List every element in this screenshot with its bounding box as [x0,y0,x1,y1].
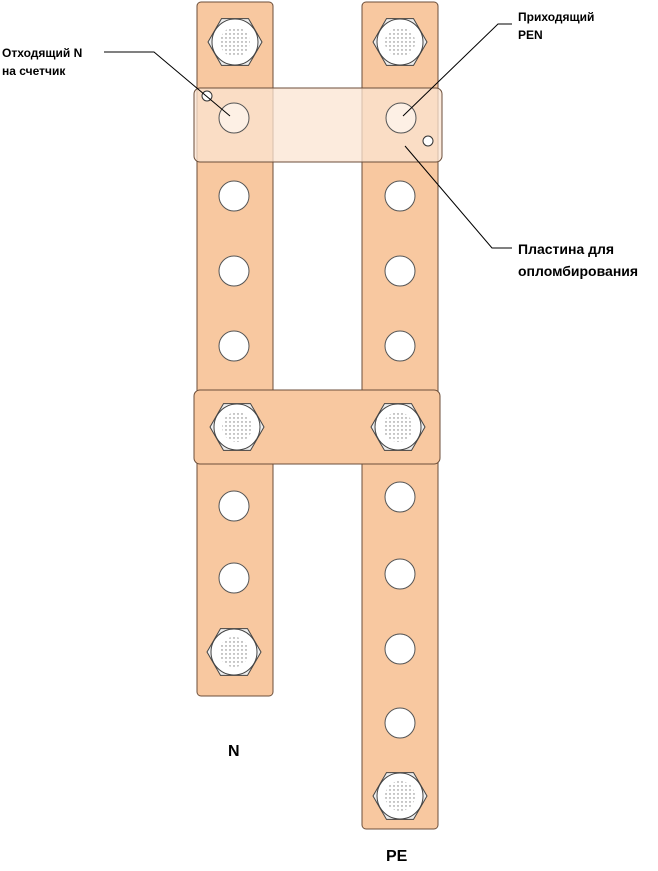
mounting-hole-icon [218,255,250,287]
label-seal-plate: Пластина для опломбирования [518,238,638,282]
label-outgoing-n-line2: на счетчик [2,64,66,78]
label-outgoing-n: Отходящий N на счетчик [2,44,82,80]
mounting-hole-icon [384,558,416,590]
label-bus-pe: PE [386,848,408,865]
label-seal-plate-line2: опломбирования [518,263,639,279]
label-incoming-pen: Приходящий PEN [518,8,594,44]
mounting-hole-icon [384,707,416,739]
hex-bolt-icon [207,18,263,66]
hex-bolt-icon [206,628,262,676]
jumper-bar [193,389,441,465]
label-outgoing-n-line1: Отходящий N [2,46,83,60]
label-bus-n: N [228,743,240,760]
mounting-hole-icon [384,481,416,513]
hex-bolt-icon [370,403,426,451]
mounting-hole-icon [384,633,416,665]
mounting-hole-icon [384,330,416,362]
mounting-hole-icon [218,180,250,212]
mounting-hole-icon [218,490,250,522]
leader-line-seal-plate [404,145,512,249]
mounting-hole-icon [218,102,250,134]
label-incoming-pen-line1: Приходящий [518,10,595,24]
hex-bolt-icon [372,18,428,66]
leader-line-incoming-pen [402,23,512,117]
label-seal-plate-line1: Пластина для [518,241,615,257]
mounting-hole-icon [384,255,416,287]
mounting-hole-icon [218,562,250,594]
seal-plate-hole-right [422,135,434,147]
label-incoming-pen-line2: PEN [518,28,543,42]
mounting-hole-icon [384,180,416,212]
leader-line-outgoing-n [104,51,231,117]
hex-bolt-icon [372,772,428,820]
mounting-hole-icon [218,330,250,362]
hex-bolt-icon [209,403,265,451]
seal-plate [193,87,443,163]
